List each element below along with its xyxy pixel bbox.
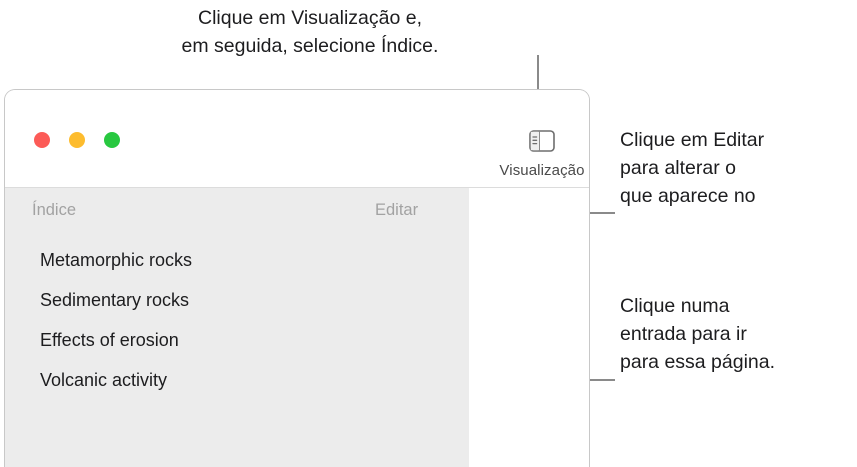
table-of-contents-sidebar: Índice Editar Metamorphic rocks Sediment… xyxy=(5,188,469,467)
sidebar-title: Índice xyxy=(32,201,77,219)
edit-button[interactable]: Editar xyxy=(375,201,419,219)
close-window-button[interactable] xyxy=(34,132,50,148)
callout-view-menu: Clique em Visualização e, em seguida, se… xyxy=(181,7,439,57)
callout-edit-button: Clique em Editar para alterar o que apar… xyxy=(620,129,765,207)
toc-list: Metamorphic rocks Sedimentary rocks Effe… xyxy=(5,240,469,400)
toc-item-effects-of-erosion[interactable]: Effects of erosion xyxy=(40,330,179,350)
sidebar-toggle-icon xyxy=(529,130,555,157)
app-window: Visualização Índice Editar Metamorphic r… xyxy=(4,89,590,467)
window-toolbar: Visualização xyxy=(5,90,589,188)
minimize-window-button[interactable] xyxy=(69,132,85,148)
traffic-light-controls xyxy=(34,132,120,148)
toc-item-volcanic-activity[interactable]: Volcanic activity xyxy=(40,370,168,390)
view-toolbar-button-label: Visualização xyxy=(499,162,585,179)
callout-toc-entry: Clique numa entrada para ir para essa pá… xyxy=(620,295,776,373)
toc-item-sedimentary-rocks[interactable]: Sedimentary rocks xyxy=(40,290,190,310)
view-toolbar-button[interactable]: Visualização xyxy=(485,130,589,179)
toc-item-metamorphic-rocks[interactable]: Metamorphic rocks xyxy=(40,250,193,270)
document-content-pane xyxy=(469,188,589,467)
sidebar-header: Índice Editar xyxy=(5,201,469,223)
maximize-window-button[interactable] xyxy=(104,132,120,148)
